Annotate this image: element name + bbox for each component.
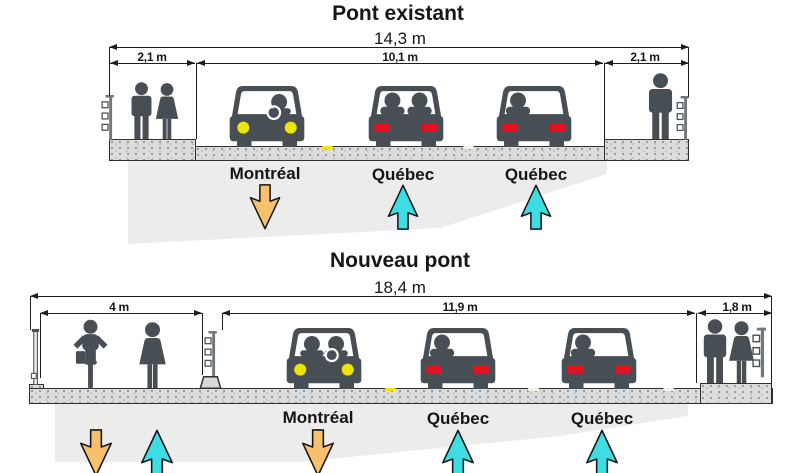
existing-total-width-label: 14,3 m bbox=[374, 29, 426, 48]
new-lane-3-destination: Québec bbox=[570, 409, 634, 428]
extension-line bbox=[40, 313, 41, 378]
new-total-dimension-line bbox=[30, 292, 772, 299]
existing-left-sidewalk-deck bbox=[109, 139, 196, 161]
quebec-direction-up-arrow-icon bbox=[585, 429, 619, 473]
quebec-direction-up-arrow-icon bbox=[387, 184, 419, 230]
extension-line bbox=[688, 47, 689, 97]
new-lane-marking-white bbox=[528, 388, 539, 391]
existing-left-sidewalk-dimension-line bbox=[110, 59, 195, 66]
existing-roadway-label: 10,1 m bbox=[382, 50, 418, 64]
guardrail-icon bbox=[204, 331, 217, 376]
extension-line bbox=[195, 63, 197, 139]
existing-right-sidewalk-dimension-line bbox=[605, 59, 689, 66]
path-direction-down-arrow-icon bbox=[79, 429, 113, 473]
guardrail-icon bbox=[752, 326, 766, 379]
existing-right-sidewalk-label: 2,1 m bbox=[630, 50, 660, 64]
existing-roadway-dimension-line bbox=[197, 59, 603, 66]
montreal-direction-down-arrow-icon bbox=[301, 429, 335, 473]
new-multiuse-path-dimension-line bbox=[40, 309, 202, 316]
new-lane-1-destination: Montréal bbox=[282, 408, 354, 427]
pedestrian-woman-icon bbox=[139, 322, 166, 388]
existing-lane-marking-white bbox=[463, 146, 474, 149]
quebec-direction-up-arrow-icon bbox=[520, 184, 552, 230]
pedestrian-man-icon bbox=[131, 82, 152, 139]
extension-line bbox=[30, 296, 31, 330]
extension-line bbox=[771, 296, 772, 383]
new-right-sidewalk-label: 1,8 m bbox=[722, 300, 752, 314]
new-roadway-label: 11,9 m bbox=[442, 300, 478, 314]
cyclist-icon bbox=[73, 319, 108, 389]
montreal-direction-down-arrow-icon bbox=[249, 184, 281, 230]
guardrail-icon bbox=[676, 96, 689, 140]
extension-line bbox=[603, 63, 605, 146]
car-rear-taillights-icon bbox=[561, 327, 637, 389]
new-lane-2-destination: Québec bbox=[426, 409, 490, 428]
guardrail-icon bbox=[101, 95, 114, 140]
car-rear-taillights-icon bbox=[368, 85, 444, 147]
pedestrian-man-icon bbox=[648, 73, 673, 139]
jersey-barrier-icon bbox=[199, 376, 222, 389]
car-front-headlights-icon bbox=[285, 327, 363, 389]
existing-lane-3-destination: Québec bbox=[504, 165, 568, 184]
new-lane-marking-yellow bbox=[385, 388, 396, 391]
new-right-sidewalk-dimension-line bbox=[697, 309, 772, 316]
extension-line bbox=[202, 313, 203, 375]
new-roadway-dimension-line bbox=[221, 309, 695, 316]
pedestrian-woman-icon bbox=[155, 83, 179, 139]
car-rear-taillights-icon bbox=[420, 327, 496, 389]
car-rear-taillights-icon bbox=[496, 85, 572, 147]
new-multiuse-path-label: 4 m bbox=[109, 300, 129, 314]
extension-line bbox=[109, 47, 110, 96]
existing-roadway-deck bbox=[195, 146, 605, 161]
new-total-width-label: 18,4 m bbox=[374, 278, 426, 297]
extension-line bbox=[221, 313, 223, 330]
existing-lane-1-destination: Montréal bbox=[229, 164, 301, 183]
quebec-direction-up-arrow-icon bbox=[441, 429, 475, 473]
path-direction-up-arrow-icon bbox=[140, 429, 174, 473]
existing-total-dimension-line bbox=[109, 43, 689, 50]
car-front-headlights-icon bbox=[228, 85, 306, 147]
extension-line bbox=[696, 313, 697, 383]
existing-bridge-title: Pont existant bbox=[332, 2, 464, 25]
new-bridge-title: Nouveau pont bbox=[330, 249, 470, 272]
existing-lane-2-destination: Québec bbox=[371, 165, 435, 184]
new-lane-marking-white bbox=[663, 388, 674, 391]
existing-left-sidewalk-label: 2,1 m bbox=[137, 50, 167, 64]
existing-right-sidewalk-deck bbox=[604, 139, 689, 161]
existing-lane-marking-yellow bbox=[322, 146, 333, 149]
new-roadway-deck bbox=[29, 388, 773, 404]
new-right-sidewalk-deck bbox=[700, 383, 772, 404]
